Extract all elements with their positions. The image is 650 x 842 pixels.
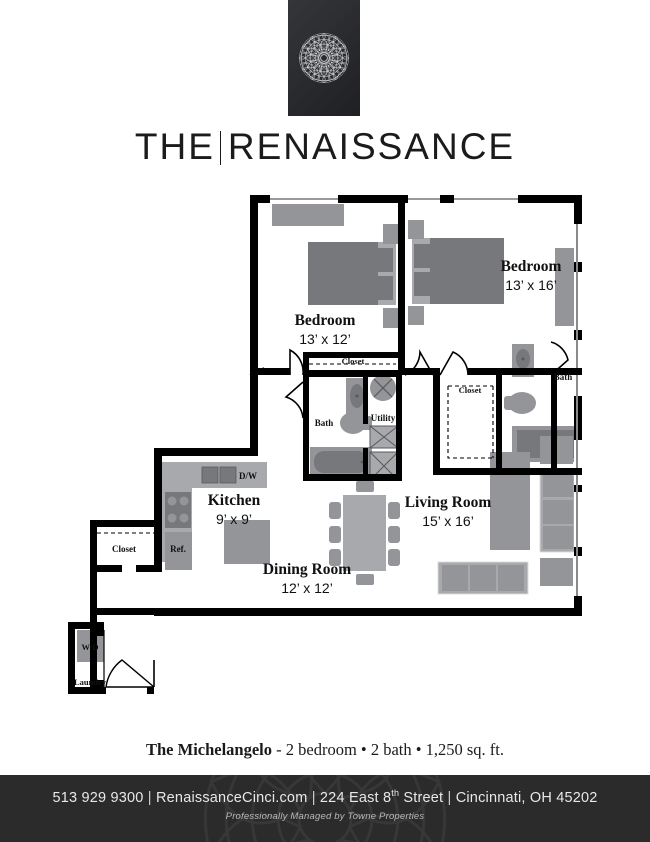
label-dishwasher: D/W <box>239 471 257 481</box>
label-laundry: Laundry <box>74 677 107 687</box>
doors-layer <box>103 341 569 688</box>
label-washer-dryer: W/D <box>82 642 99 652</box>
room-label-kitchen: Kitchen <box>208 492 261 509</box>
footer-street: 224 East 8 <box>319 789 392 806</box>
footer-separator-1: | <box>147 789 152 806</box>
footer-mandala-watermark <box>195 775 455 842</box>
label-closet-hall: Closet <box>112 544 136 554</box>
windows-layer <box>270 195 518 203</box>
room-dim-dining: 12’ x 12’ <box>281 580 333 596</box>
label-refrigerator: Ref. <box>170 544 186 554</box>
wordmark-divider <box>219 131 221 165</box>
room-dim-kitchen: 9’ x 9’ <box>216 511 252 527</box>
floorplan-drawing: Bedroom 13’ x 12’ Bedroom 13’ x 16’ Kitc… <box>50 190 600 740</box>
label-bath-2: Bath <box>554 372 573 382</box>
room-label-bedroom-1: Bedroom <box>295 312 356 329</box>
footer-city-state-zip: Cincinnati, OH 45202 <box>455 789 598 806</box>
plan-details: - 2 bedroom • 2 bath • 1,250 sq. ft. <box>272 740 504 759</box>
room-dim-bedroom-2: 13’ x 16’ <box>505 277 557 293</box>
label-closet-bedroom2: Closet <box>459 385 482 395</box>
walls-layer <box>90 195 582 687</box>
footer-street-rest: Street <box>399 789 444 806</box>
room-dim-bedroom-1: 13’ x 12’ <box>299 331 351 347</box>
page-footer: 513 929 9300 | RenaissanceCinci.com | 22… <box>0 775 650 842</box>
label-bath-1: Bath <box>315 418 334 428</box>
mandala-rosette-icon <box>294 28 354 88</box>
footer-managed-by: Professionally Managed by Towne Properti… <box>225 810 425 822</box>
room-dim-living: 15’ x 16’ <box>422 513 474 529</box>
label-closet-bedroom1: Closet <box>342 356 365 366</box>
wordmark-the: THE <box>134 126 215 167</box>
footer-website[interactable]: RenaissanceCinci.com <box>156 789 308 806</box>
room-label-dining: Dining Room <box>263 561 351 578</box>
room-label-living: Living Room <box>405 494 492 511</box>
floorplan-caption: The Michelangelo - 2 bedroom • 2 bath • … <box>0 740 650 760</box>
label-utility: Utility <box>371 413 396 423</box>
laundry-walls <box>68 622 154 694</box>
wordmark-renaissance: RENAISSANCE <box>227 126 516 167</box>
room-label-bedroom-2: Bedroom <box>501 258 562 275</box>
footer-phone[interactable]: 513 929 9300 <box>52 789 144 806</box>
plan-name: The Michelangelo <box>145 740 273 759</box>
closet-indicators <box>97 363 396 534</box>
room-labels: Bedroom 13’ x 12’ Bedroom 13’ x 16’ Kitc… <box>208 258 562 596</box>
brand-logo-block <box>288 0 360 116</box>
closet2-indicator <box>447 385 494 459</box>
footer-street-ordinal: th <box>391 788 400 798</box>
small-labels: Closet Bath Utility Closet Bath D/W Ref.… <box>74 356 572 687</box>
footer-contact-line: 513 929 9300 | RenaissanceCinci.com | 22… <box>0 788 650 806</box>
brand-wordmark: THE RENAISSANCE <box>0 126 650 168</box>
footer-separator-3: | <box>447 789 452 806</box>
footer-separator-2: | <box>311 789 316 806</box>
